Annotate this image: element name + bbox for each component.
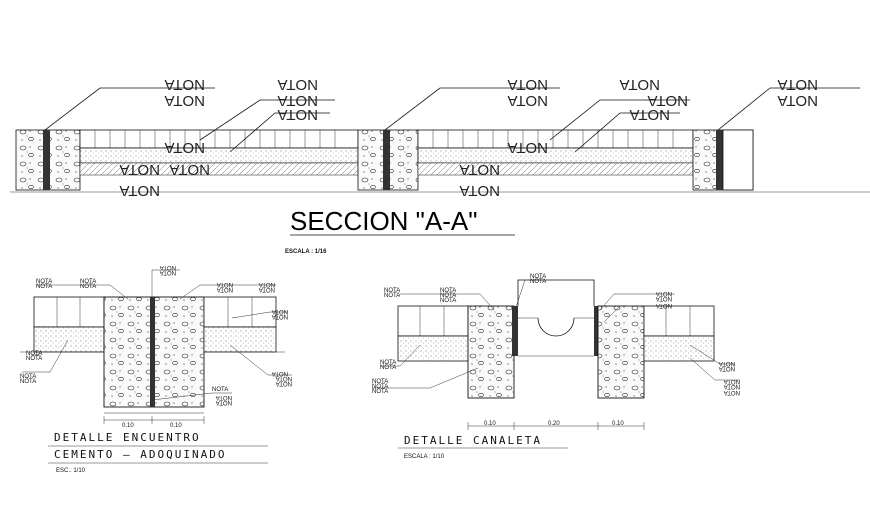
- nota-label: NOTA: [530, 274, 546, 280]
- nota-label: NOTA: [507, 76, 548, 93]
- nota-label: NOTA: [380, 365, 396, 371]
- nota-label: NOTA: [459, 182, 500, 199]
- nota-label: NOTA: [440, 293, 456, 299]
- detail2-title: DETALLE CANALETA: [404, 434, 542, 447]
- nota-label: NOTA: [380, 360, 396, 366]
- nota-label: NOTA: [384, 293, 400, 299]
- nota-label: NOTA: [459, 161, 500, 178]
- mirrored-labels: NOTA NOTA NOTA NOTA NOTA NOTA NOTA NOTA …: [119, 76, 818, 199]
- nota-label: NOTA: [272, 308, 288, 314]
- nota-label: NOTA: [277, 92, 318, 109]
- nota-label: NOTA: [160, 264, 176, 270]
- nota-label: NOTA: [277, 106, 318, 123]
- section-scale: ESCALA : 1/16: [285, 249, 327, 255]
- nota-label: NOTA: [530, 279, 546, 285]
- nota-label: NOTA: [629, 106, 670, 123]
- detail1-title-line1: DETALLE ENCUENTRO: [54, 431, 201, 444]
- nota-label: NOTA: [164, 92, 205, 109]
- nota-label: NOTA: [719, 360, 735, 366]
- nota-label: NOTA: [259, 286, 275, 292]
- nota-label: NOTA: [272, 370, 288, 376]
- nota-label: NOTA: [719, 365, 735, 371]
- nota-label: NOTA: [212, 387, 228, 393]
- nota-label: NOTA: [217, 281, 233, 287]
- dim-left: 0.10: [484, 421, 496, 427]
- nota-label: NOTA: [372, 384, 388, 390]
- nota-label: NOTA: [216, 394, 232, 400]
- nota-label: NOTA: [259, 281, 275, 287]
- nota-label: NOTA: [724, 389, 740, 395]
- detail1-title-line2: CEMENTO – ADOQUINADO: [54, 448, 226, 461]
- nota-label: NOTA: [26, 356, 42, 362]
- nota-label: NOTA: [440, 288, 456, 294]
- nota-label: NOTA: [656, 290, 672, 296]
- nota-label: NOTA: [777, 76, 818, 93]
- nota-label: NOTA: [164, 76, 205, 93]
- nota-label: NOTA: [26, 351, 42, 357]
- dim-left: 0.10: [122, 423, 134, 429]
- nota-label: NOTA: [724, 378, 740, 384]
- nota-label: NOTA: [372, 389, 388, 395]
- detail-encuentro: 0.10 0.10 NOTA NOTA NOTA NOTA NOTA NOTA …: [20, 264, 292, 474]
- nota-label: NOTA: [164, 139, 205, 156]
- nota-label: NOTA: [216, 399, 232, 405]
- nota-label: NOTA: [619, 76, 660, 93]
- nota-label: NOTA: [647, 92, 688, 109]
- nota-label: NOTA: [440, 298, 456, 304]
- nota-label: NOTA: [507, 139, 548, 156]
- nota-label: NOTA: [276, 375, 292, 381]
- nota-label: NOTA: [36, 279, 52, 285]
- nota-label: NOTA: [656, 302, 672, 308]
- nota-label: NOTA: [217, 286, 233, 292]
- section-title: SECCION "A-A": [290, 206, 477, 236]
- nota-label: NOTA: [80, 284, 96, 290]
- detail-canaleta: 0.10 0.20 0.10 NOTA NOTA NOTA NOTA NOTA …: [372, 274, 740, 460]
- nota-label: NOTA: [277, 76, 318, 93]
- dim-right: 0.10: [612, 421, 624, 427]
- detail2-scale: ESCALA : 1/10: [404, 454, 445, 460]
- nota-label: NOTA: [36, 284, 52, 290]
- nota-label: NOTA: [507, 92, 548, 109]
- dim-mid: 0.20: [548, 421, 560, 427]
- nota-label: NOTA: [656, 295, 672, 301]
- nota-label: NOTA: [119, 161, 160, 178]
- nota-label: NOTA: [80, 279, 96, 285]
- nota-label: NOTA: [160, 269, 176, 275]
- nota-label: NOTA: [169, 161, 210, 178]
- nota-label: NOTA: [724, 383, 740, 389]
- nota-label: NOTA: [119, 182, 160, 199]
- nota-label: NOTA: [20, 379, 36, 385]
- nota-label: NOTA: [777, 92, 818, 109]
- nota-label: NOTA: [20, 374, 36, 380]
- nota-label: NOTA: [384, 288, 400, 294]
- nota-label: NOTA: [372, 379, 388, 385]
- dim-right: 0.10: [170, 423, 182, 429]
- section-a-a: NOTA NOTA NOTA NOTA NOTA NOTA NOTA NOTA …: [10, 76, 870, 199]
- detail1-scale: ESC.: 1/10: [56, 468, 86, 474]
- nota-label: NOTA: [276, 380, 292, 386]
- nota-label: NOTA: [272, 313, 288, 319]
